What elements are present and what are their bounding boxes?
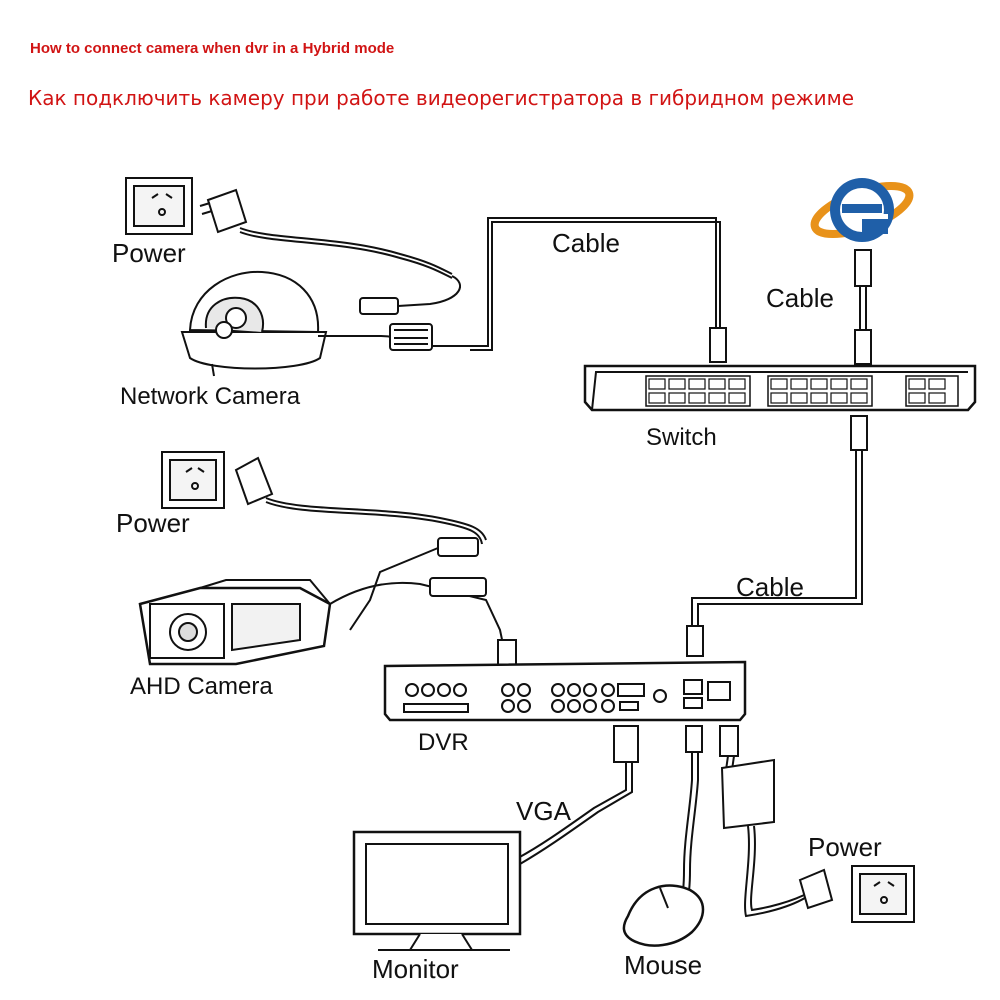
label-cable-ie: Cable [766, 283, 834, 313]
label-cable-top: Cable [552, 228, 620, 258]
switch-port [850, 392, 868, 404]
switch-port [908, 378, 926, 390]
power-cable-top [397, 275, 462, 307]
wall-socket-bottom-icon [851, 865, 915, 923]
label-switch: Switch [646, 424, 717, 451]
wall-socket-top-icon [125, 177, 193, 235]
dc-plug [719, 725, 739, 757]
dvr-icon [383, 660, 747, 722]
label-ahd-camera: AHD Camera [130, 673, 273, 700]
title-english: How to connect camera when dvr in a Hybr… [30, 40, 395, 57]
label-cable-dvr: Cable [736, 572, 804, 602]
label-monitor: Monitor [372, 954, 459, 984]
switch-port [770, 378, 788, 390]
switch-port [728, 392, 746, 404]
monitor-icon [352, 830, 522, 951]
switch-port [928, 378, 946, 390]
label-vga: VGA [516, 796, 571, 826]
internet-explorer-icon [810, 178, 914, 242]
switch-port [790, 378, 808, 390]
switch-port [688, 392, 706, 404]
title-russian: Как подключить камеру при работе видеоре… [28, 86, 855, 110]
usb-connector [685, 725, 703, 753]
switch-port [908, 392, 926, 404]
label-power-mid: Power [116, 508, 190, 538]
switch-port [648, 378, 666, 390]
label-power-top: Power [112, 238, 186, 268]
vga-cable [517, 762, 627, 859]
power-connector-mid [437, 537, 479, 557]
cable-switch-to-dvr [691, 420, 863, 636]
switch-port [810, 392, 828, 404]
cable-camera-to-switch [462, 217, 717, 347]
power-adapter-mid-icon [234, 456, 487, 545]
switch-port [850, 378, 868, 390]
mouse-icon [622, 884, 705, 947]
label-dvr: DVR [418, 729, 469, 756]
vga-connector [613, 725, 639, 763]
switch-port [728, 378, 746, 390]
wall-socket-mid-icon [161, 451, 225, 509]
label-power-bottom: Power [808, 832, 882, 862]
label-network-camera: Network Camera [120, 383, 301, 410]
label-mouse: Mouse [624, 950, 703, 980]
power-plug-bottom-icon [798, 868, 834, 910]
switch-port [928, 392, 946, 404]
switch-port [810, 378, 828, 390]
ahd-camera-icon [138, 579, 332, 666]
switch-port [688, 378, 706, 390]
switch-port [648, 392, 666, 404]
switch-port [708, 392, 726, 404]
power-brick-cable [744, 825, 809, 918]
switch-port [770, 392, 788, 404]
network-camera-icon [180, 270, 328, 377]
switch-port [668, 392, 686, 404]
switch-port [830, 392, 848, 404]
switch-port [708, 378, 726, 390]
power-adapter-top-icon [199, 188, 453, 279]
switch-port [790, 392, 808, 404]
switch-port [668, 378, 686, 390]
switch-port [830, 378, 848, 390]
power-brick-icon [720, 758, 775, 830]
